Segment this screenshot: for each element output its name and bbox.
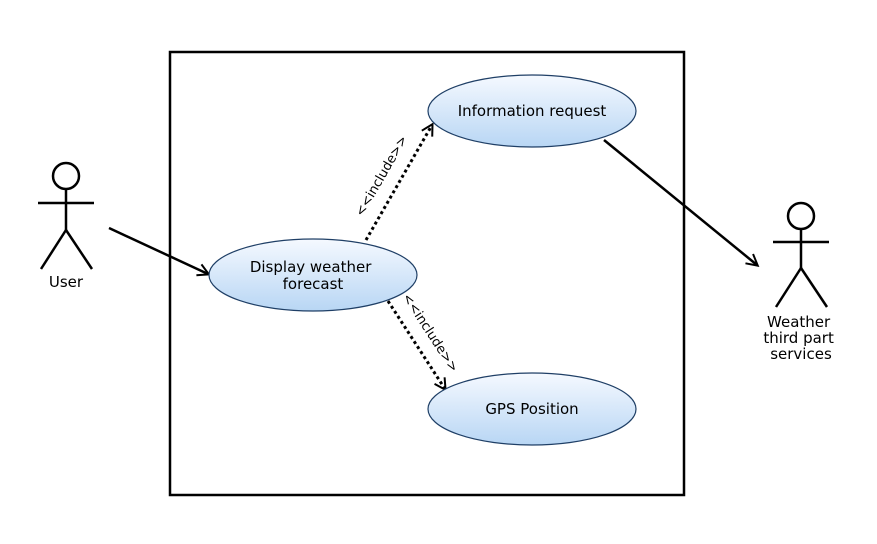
include-line-top [364, 125, 432, 241]
use-case-display-weather[interactable] [208, 238, 418, 312]
system-boundary [168, 50, 686, 497]
actor-weather-service[interactable] [773, 201, 829, 308]
actor-user-head [51, 161, 81, 191]
use-case-information-request-label: Information request [458, 102, 607, 120]
actor-weather-label: Weather third part services [763, 313, 838, 363]
actor-user-left-leg [39, 229, 68, 270]
association-info-weather [603, 139, 757, 265]
association-user-display [108, 226, 208, 274]
use-case-gps-position[interactable] [427, 372, 637, 446]
use-case-gps-position-label: GPS Position [485, 400, 578, 418]
use-case-display-weather-label: Display weather forecast [250, 258, 376, 293]
actor-user-label: User [49, 273, 84, 291]
actor-user-right-leg [64, 229, 94, 270]
use-case-information-request[interactable] [427, 74, 637, 148]
actor-weather-right-leg [799, 267, 829, 308]
actor-weather-head [786, 201, 816, 231]
actor-weather-left-leg [774, 267, 803, 308]
actor-user[interactable] [38, 161, 94, 270]
